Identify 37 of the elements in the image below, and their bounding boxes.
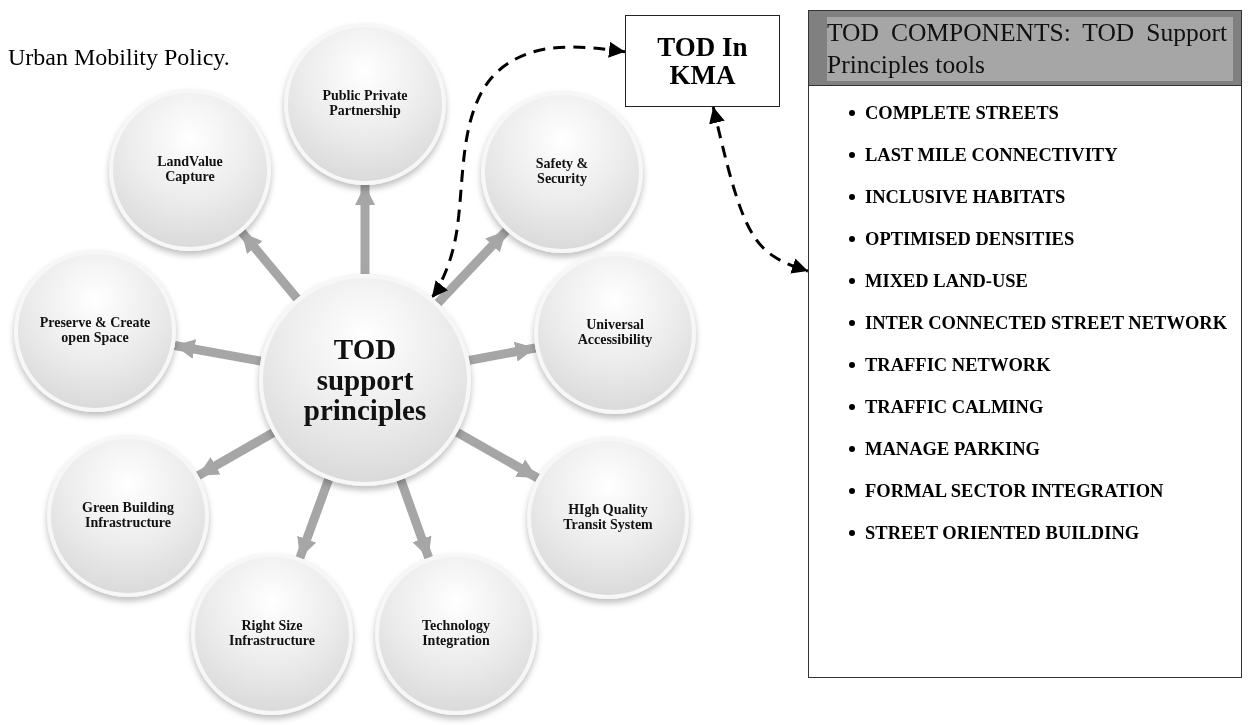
- circle-label: Public Private Partnership: [321, 89, 409, 119]
- block-arrow: [396, 478, 433, 560]
- box-label: TOD In KMA: [656, 32, 749, 90]
- block-arrow: [434, 227, 510, 307]
- list-item: MIXED LAND-USE: [865, 270, 1028, 291]
- circle-label: Safety & Security: [534, 157, 590, 187]
- circle-label: TOD support principles: [302, 334, 428, 426]
- block-arrow: [295, 478, 333, 560]
- text-box: [625, 15, 780, 107]
- list-item: LAST MILE CONNECTIVITY: [865, 144, 1118, 165]
- block-arrow: [468, 341, 537, 365]
- dashed-arrow: [430, 41, 626, 299]
- block-arrow: [355, 185, 375, 274]
- list-item: TRAFFIC CALMING: [865, 396, 1044, 417]
- panel-title: TOD COMPONENTS: TOD Support Principles tools: [827, 17, 1233, 81]
- circle-label: Right Size Infrastructure: [227, 619, 317, 649]
- circle-label: Universal Accessibility: [576, 318, 654, 348]
- components-panel: [808, 10, 1242, 678]
- circle-label: Green Building Infrastructure: [81, 501, 175, 531]
- list-item: INTER CONNECTED STREET NETWORK: [865, 312, 1228, 333]
- list-item: TRAFFIC NETWORK: [865, 354, 1051, 375]
- list-item: STREET ORIENTED BUILDING: [865, 522, 1140, 543]
- block-arrow: [454, 428, 540, 482]
- block-arrow: [196, 428, 276, 480]
- heading-text: Urban Mobility Policy.: [8, 44, 230, 71]
- dashed-arrow: [709, 106, 809, 274]
- circle-label: HIgh Quality Transit System: [562, 503, 654, 533]
- circle-label: LandValue Capture: [156, 155, 224, 185]
- list-item: FORMAL SECTOR INTEGRATION: [865, 480, 1164, 501]
- block-arrow: [173, 339, 262, 366]
- list-item: COMPLETE STREETS: [865, 102, 1059, 123]
- list-item: INCLUSIVE HABITATS: [865, 186, 1066, 207]
- circle-label: Technology Integration: [421, 619, 491, 649]
- circle-label: Preserve & Create open Space: [38, 316, 152, 346]
- list-item: MANAGE PARKING: [865, 438, 1040, 459]
- block-arrow: [238, 229, 301, 302]
- list-item: OPTIMISED DENSITIES: [865, 228, 1075, 249]
